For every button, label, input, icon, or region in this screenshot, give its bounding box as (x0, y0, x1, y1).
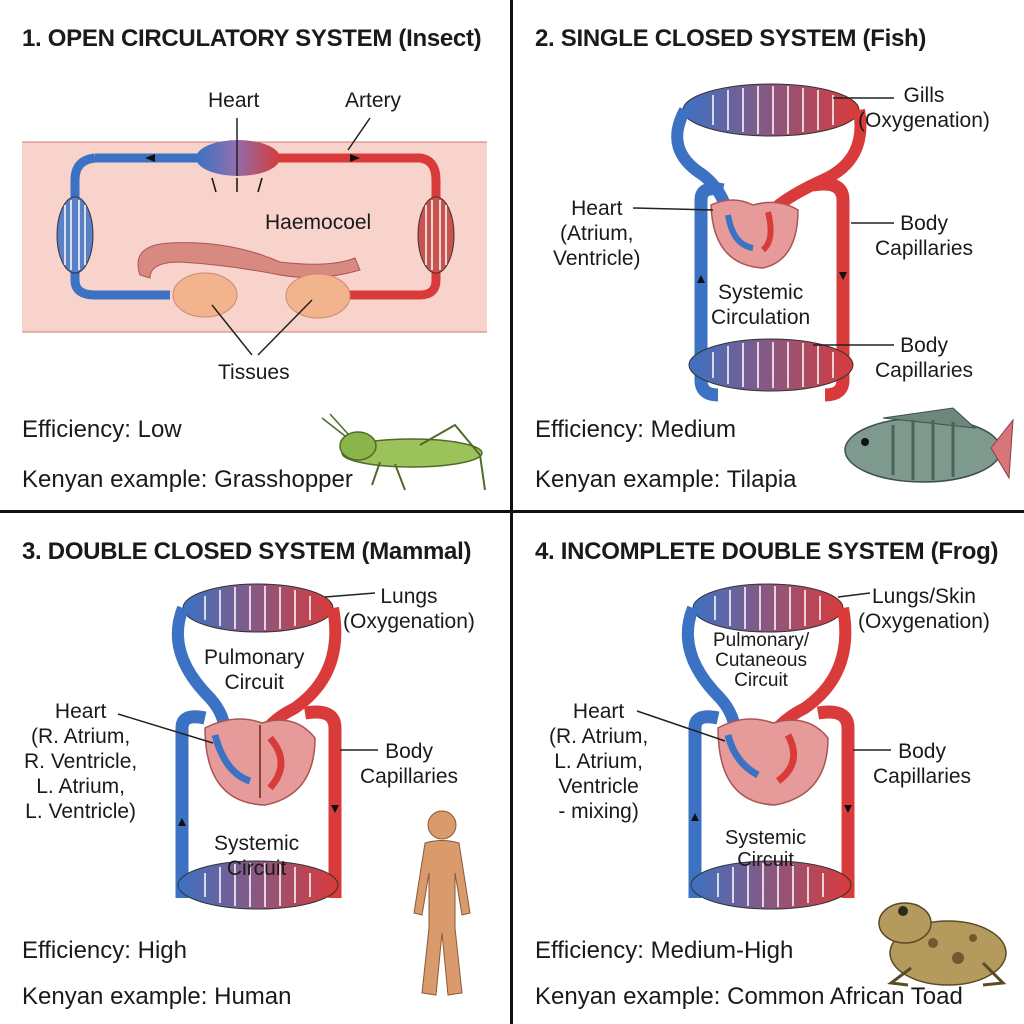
body-capillaries (690, 860, 852, 910)
lung-skin-capillaries (692, 583, 844, 633)
panel-title: 3. DOUBLE CLOSED SYSTEM (Mammal) (22, 538, 472, 565)
label-tissues: Tissues (218, 361, 290, 384)
grasshopper-icon (321, 413, 486, 491)
efficiency-line: Efficiency: Low (22, 416, 182, 443)
example-value: Common African Toad (727, 983, 963, 1010)
fish-icon (844, 407, 1014, 483)
label-heart: Heart(Atrium,Ventricle) (553, 197, 641, 270)
panel-title: 2. SINGLE CLOSED SYSTEM (Fish) (535, 25, 927, 52)
label-heart: Heart(R. Atrium,L. Atrium,Ventricle- mix… (549, 700, 649, 823)
frog-heart (717, 718, 829, 806)
capillary-bed-right (417, 196, 455, 274)
body-capillaries (688, 338, 854, 392)
insect-heart (196, 140, 280, 176)
efficiency-line: Efficiency: High (22, 937, 187, 964)
horizontal-divider (0, 510, 1024, 513)
example-value: Human (214, 983, 292, 1010)
example-line: Kenyan example: Human (22, 983, 292, 1010)
efficiency-value: High (137, 937, 187, 964)
lung-capillaries (182, 583, 334, 633)
label-haemocoel: Haemocoel (265, 211, 372, 234)
efficiency-value: Medium (650, 416, 736, 443)
dorsal-artery (270, 153, 441, 200)
example-line: Kenyan example: Grasshopper (22, 466, 353, 493)
panel-title: 4. INCOMPLETE DOUBLE SYSTEM (Frog) (535, 538, 999, 565)
panel-incomplete-double: 4. INCOMPLETE DOUBLE SYSTEM (Frog) Lungs… (513, 513, 1023, 1023)
label-heart: Heart (208, 89, 260, 112)
label-lungs-skin: Lungs/Skin(Oxygenation) (858, 585, 990, 633)
panel-double-closed: 3. DOUBLE CLOSED SYSTEM (Mammal) Lungs(O… (0, 513, 510, 1023)
tissue-left (172, 272, 238, 318)
gut (137, 242, 361, 279)
human-silhouette-icon (413, 810, 471, 996)
example-value: Grasshopper (214, 466, 353, 493)
frog-circulation-diagram (636, 583, 1007, 987)
mammal-circulation-diagram (117, 583, 471, 996)
capillary-bed-left (56, 196, 94, 274)
label-gills: Gills(Oxygenation) (858, 84, 990, 132)
efficiency-value: Low (137, 416, 182, 443)
example-value: Tilapia (726, 466, 797, 493)
efficiency-value: Medium-High (650, 937, 794, 964)
efficiency-line: Efficiency: Medium-High (535, 937, 794, 964)
example-line: Kenyan example: Tilapia (535, 466, 797, 493)
tissue-right (285, 273, 351, 319)
example-line: Kenyan example: Common African Toad (535, 983, 963, 1010)
fish-heart (710, 199, 799, 269)
toad-icon (878, 902, 1007, 987)
panel-title: 1. OPEN CIRCULATORY SYSTEM (Insect) (22, 25, 482, 52)
label-lungs: Lungs(Oxygenation) (343, 585, 475, 633)
fish-circulation-diagram (632, 83, 1014, 483)
insect-circulation-diagram (22, 117, 487, 491)
panel-single-closed: 2. SINGLE CLOSED SYSTEM (Fish) Gills(Oxy… (513, 0, 1023, 510)
mammal-heart (204, 718, 316, 806)
label-artery: Artery (345, 89, 402, 112)
efficiency-line: Efficiency: Medium (535, 416, 736, 443)
panel-open-circulatory: 1. OPEN CIRCULATORY SYSTEM (Insect) Hear… (0, 0, 510, 510)
body-capillaries (177, 860, 339, 910)
label-heart: Heart(R. Atrium,R. Ventricle,L. Atrium,L… (24, 700, 138, 823)
gill-capillaries (682, 83, 860, 137)
